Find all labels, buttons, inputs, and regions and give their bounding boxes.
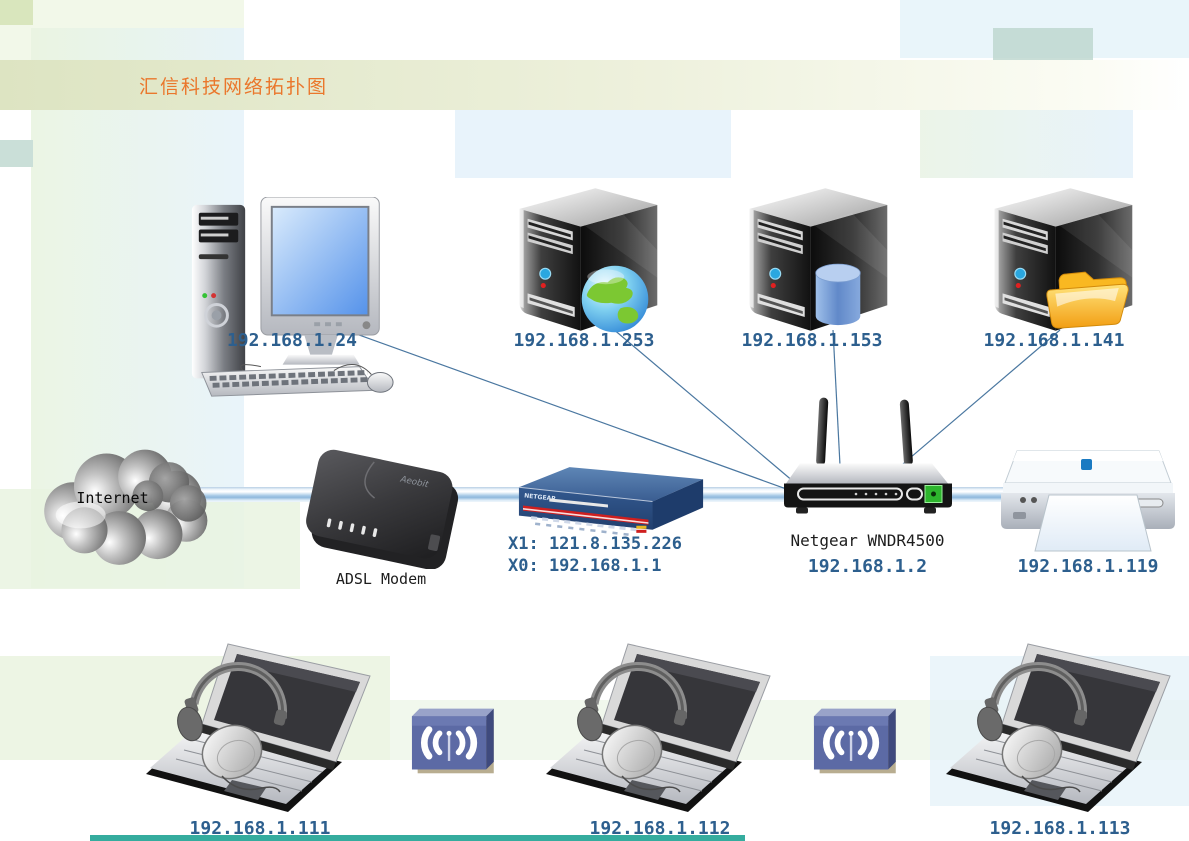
- laptop-2-ip-label: 192.168.1.112: [589, 818, 731, 839]
- laptop-icon: [136, 640, 384, 818]
- wireless-signal-icon: [803, 701, 901, 779]
- adsl-modem-icon: Aeobit: [306, 449, 459, 569]
- folder-icon: [1046, 271, 1129, 329]
- printer-ip-label: 192.168.1.119: [1017, 556, 1159, 577]
- background-decor: [0, 60, 1189, 110]
- adsl-modem-label: ADSL Modem: [335, 570, 427, 588]
- globe-icon: [581, 265, 649, 333]
- workstation-ip-label: 192.168.1.24: [226, 330, 358, 351]
- laptop-3-ip-label: 192.168.1.113: [989, 818, 1131, 839]
- background-decor: [993, 28, 1093, 61]
- background-decor: [920, 110, 1133, 178]
- web-server-ip-label: 192.168.1.253: [513, 330, 655, 351]
- background-decor: [90, 835, 745, 841]
- laptop-icon: [536, 640, 784, 818]
- router-model-label: Netgear WNDR4500: [790, 531, 945, 550]
- laptop-icon: [936, 640, 1184, 818]
- background-decor: [0, 0, 33, 25]
- database-icon: [815, 263, 861, 326]
- diagram-title: 汇信科技网络拓扑图: [139, 76, 329, 98]
- desktop-pc-icon: [191, 197, 394, 397]
- background-decor: [455, 110, 731, 178]
- laptop-1-ip-label: 192.168.1.111: [189, 818, 331, 839]
- file-server-ip-label: 192.168.1.141: [983, 330, 1125, 351]
- router-ip-label: 192.168.1.2: [807, 556, 928, 577]
- background-decor: [0, 140, 33, 167]
- firewall-wan-label: X1: 121.8.135.226: [508, 534, 682, 554]
- firewall-lan-label: X0: 192.168.1.1: [508, 556, 662, 576]
- database-server-ip-label: 192.168.1.153: [741, 330, 883, 351]
- wireless-signal-icon: [401, 701, 499, 779]
- internet-label: Internet: [76, 489, 149, 507]
- wireless-router-icon: [784, 397, 952, 514]
- internet-cloud-icon: [44, 449, 208, 565]
- printer-icon: [1001, 450, 1175, 552]
